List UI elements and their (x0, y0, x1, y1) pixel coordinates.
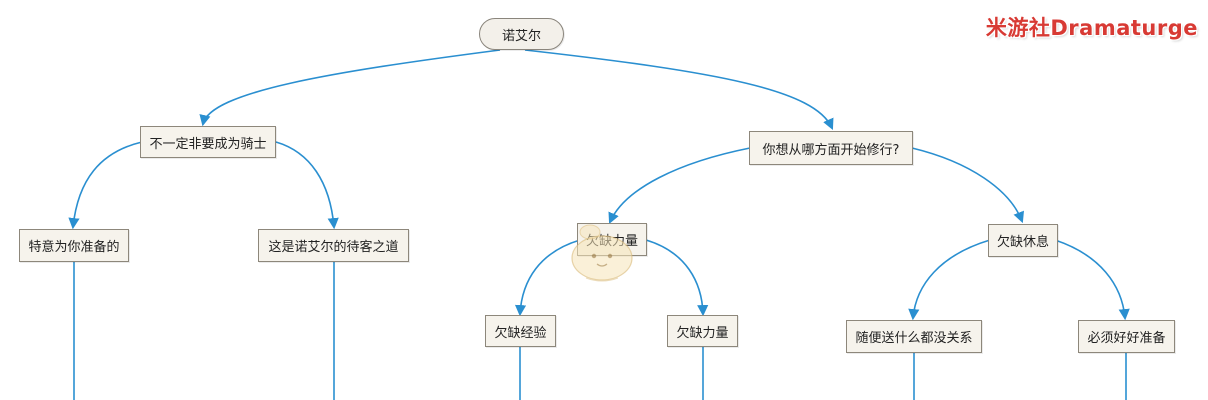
edge-l2-c-to-l3-a (514, 239, 581, 317)
edge-root-to-l1-right (524, 49, 834, 131)
node-l3-c: 随便送什么都没关系 (846, 320, 982, 353)
edge-l1-right-to-l2-c (608, 147, 751, 225)
node-l2-b: 这是诺艾尔的待客之道 (258, 229, 409, 262)
node-label: 欠缺力量 (585, 234, 638, 249)
node-label: 随便送什么都没关系 (855, 331, 973, 346)
watermark-logo: 米游社Dramaturge (985, 16, 1198, 40)
node-label: 你想从哪方面开始修行? (762, 142, 900, 158)
node-root: 诺艾尔 (479, 18, 564, 50)
edge-root-to-l1-left (199, 49, 501, 127)
edge-l2-c-to-l3-b (645, 239, 709, 317)
node-label: 欠缺力量 (676, 325, 729, 341)
edge-l1-left-to-l2-a (68, 141, 143, 230)
node-l1-right: 你想从哪方面开始修行? (749, 131, 913, 165)
node-label: 不一定非要成为骑士 (149, 136, 267, 152)
node-label: 欠缺休息 (996, 235, 1049, 250)
edge-l1-left-to-l2-b (275, 141, 339, 230)
node-label: 特意为你准备的 (28, 240, 120, 255)
node-label: 必须好好准备 (1087, 331, 1166, 346)
node-label: 诺艾尔 (501, 28, 541, 44)
edge-l2-d-to-l3-d (1054, 239, 1130, 321)
node-l1-left: 不一定非要成为骑士 (140, 126, 276, 158)
node-l2-a: 特意为你准备的 (19, 229, 129, 262)
node-l2-c: 欠缺力量 (577, 223, 647, 256)
node-label: 这是诺艾尔的待客之道 (268, 240, 399, 255)
edge-l1-right-to-l2-d (911, 147, 1024, 224)
node-l3-d: 必须好好准备 (1078, 320, 1175, 353)
edge-l2-d-to-l3-c (908, 239, 991, 321)
node-l2-d: 欠缺休息 (988, 224, 1058, 257)
node-l3-b: 欠缺力量 (667, 315, 738, 347)
node-l3-a: 欠缺经验 (485, 315, 556, 347)
node-label: 欠缺经验 (494, 325, 547, 341)
